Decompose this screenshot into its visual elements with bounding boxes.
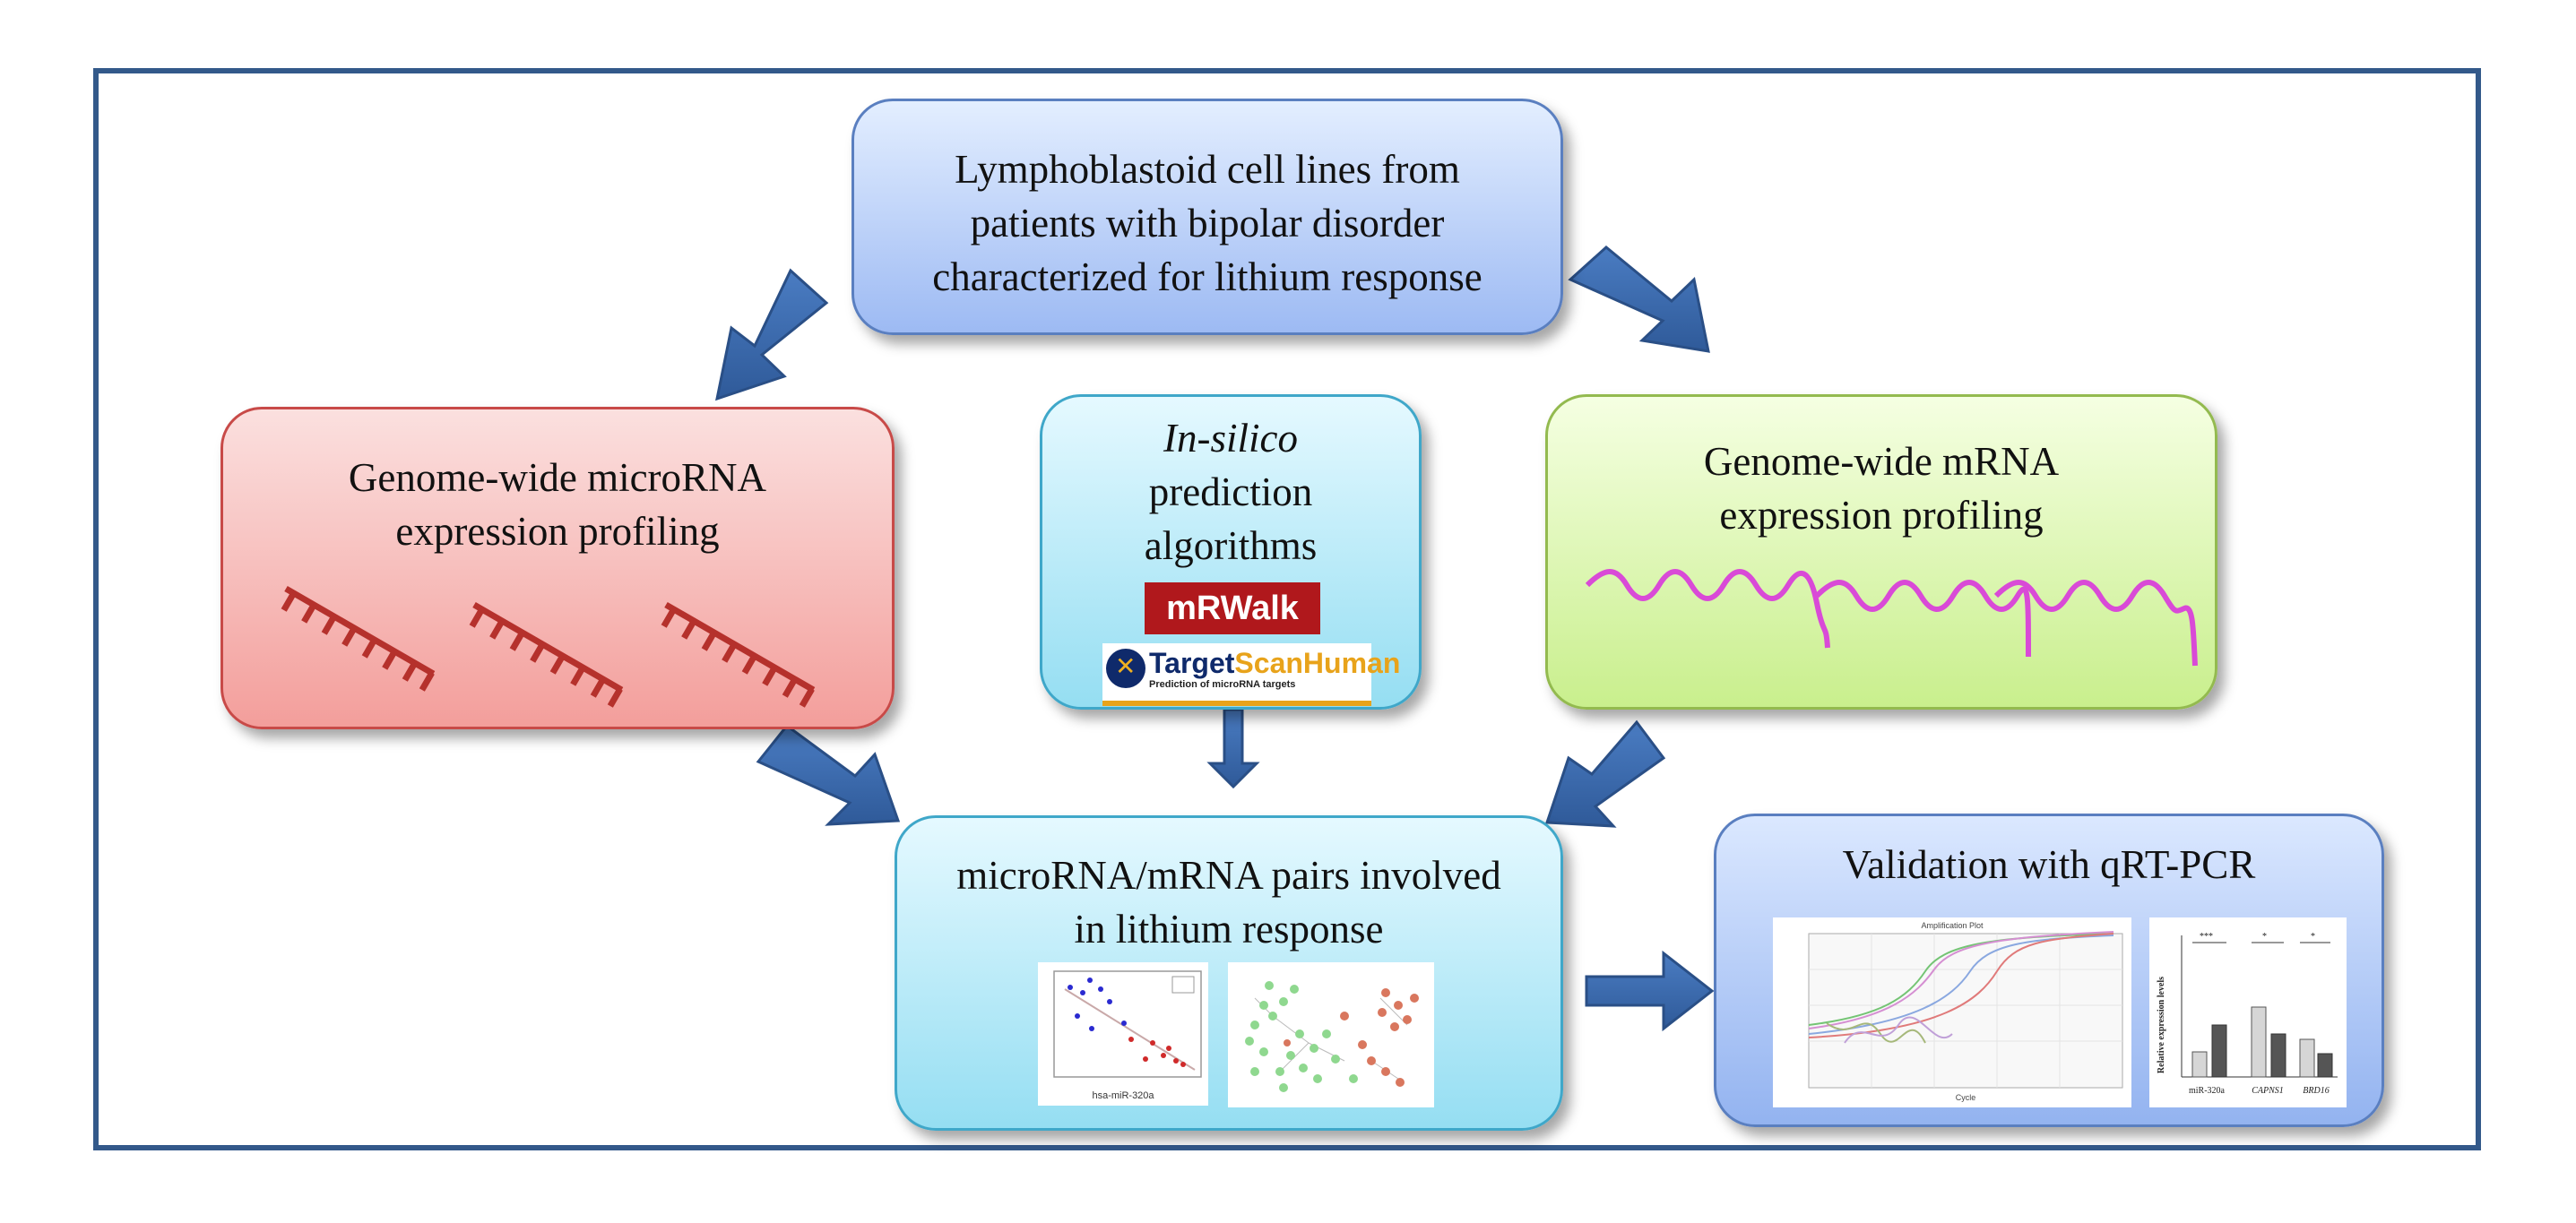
targetscan-subtitle: Prediction of microRNA targets [1149,679,1296,690]
arrow-middle-to-bottom [1206,708,1260,789]
pairs-line-1: microRNA/mRNA pairs involved [956,853,1501,898]
amplification-plot-thumbnail: Amplification Plot Cycle [1773,917,2131,1107]
targetscan-emblem-icon [1106,649,1145,688]
insilico-line-1: In-silico [1163,416,1298,461]
arrow-left-to-bottom [756,723,901,826]
microrna-profiling-box: Genome-wide microRNA expression profilin… [220,407,895,729]
targetscan-logo: TargetScanHuman Prediction of microRNA t… [1102,643,1400,706]
microrna-line-2: expression profiling [395,509,720,554]
amplification-title: Amplification Plot [1921,921,1984,930]
mirwalk-logo: mRWalk [1145,582,1320,634]
bar-category-1: miR-320a [2189,1086,2226,1096]
bar-sig-3: * [2311,932,2315,942]
diagram-frame [93,68,2481,1150]
cell-lines-line-2: patients with bipolar disorder [970,201,1445,245]
network-graph-thumbnail [1228,962,1434,1107]
amplification-xlabel: Cycle [1956,1093,1976,1102]
insilico-line-3: algorithms [1144,523,1318,568]
insilico-line-2: prediction [1148,469,1313,514]
microrna-strands-icon [281,585,816,708]
pairs-line-2: in lithium response [1074,907,1384,952]
scatter-plot-thumbnail: hsa-miR-320a [1038,962,1208,1106]
microrna-line-1: Genome-wide microRNA [348,455,767,500]
mrna-profiling-box: Genome-wide mRNA expression profiling [1545,394,2217,710]
mrna-line-2: expression profiling [1719,493,2044,538]
arrow-bottom-to-validation [1585,950,1715,1032]
bar-sig-2: * [2262,932,2267,942]
arrow-right-to-bottom [1544,719,1666,828]
bar-category-3: BRD16 [2303,1086,2329,1096]
bar-ylabel: Relative expression levels [2157,977,2166,1073]
arrow-top-to-left [715,268,829,401]
cell-lines-line-3: characterized for lithium response [932,254,1482,299]
arrow-top-to-right [1568,245,1710,353]
targetscan-title: TargetScanHuman [1149,647,1401,679]
bar-sig-1: *** [2200,932,2213,942]
cell-lines-box: Lymphoblastoid cell lines from patients … [851,99,1563,335]
bar-chart-thumbnail: Relative expression levels *** * * miR-3… [2149,917,2347,1107]
validation-title: Validation with qRT-PCR [1842,842,2256,887]
mrna-strands-icon [1585,569,2198,667]
mrna-line-1: Genome-wide mRNA [1703,439,2060,484]
scatter-xlabel: hsa-miR-320a [1092,1090,1154,1101]
cell-lines-line-1: Lymphoblastoid cell lines from [955,147,1460,192]
bar-category-2: CAPNS1 [2252,1086,2284,1096]
